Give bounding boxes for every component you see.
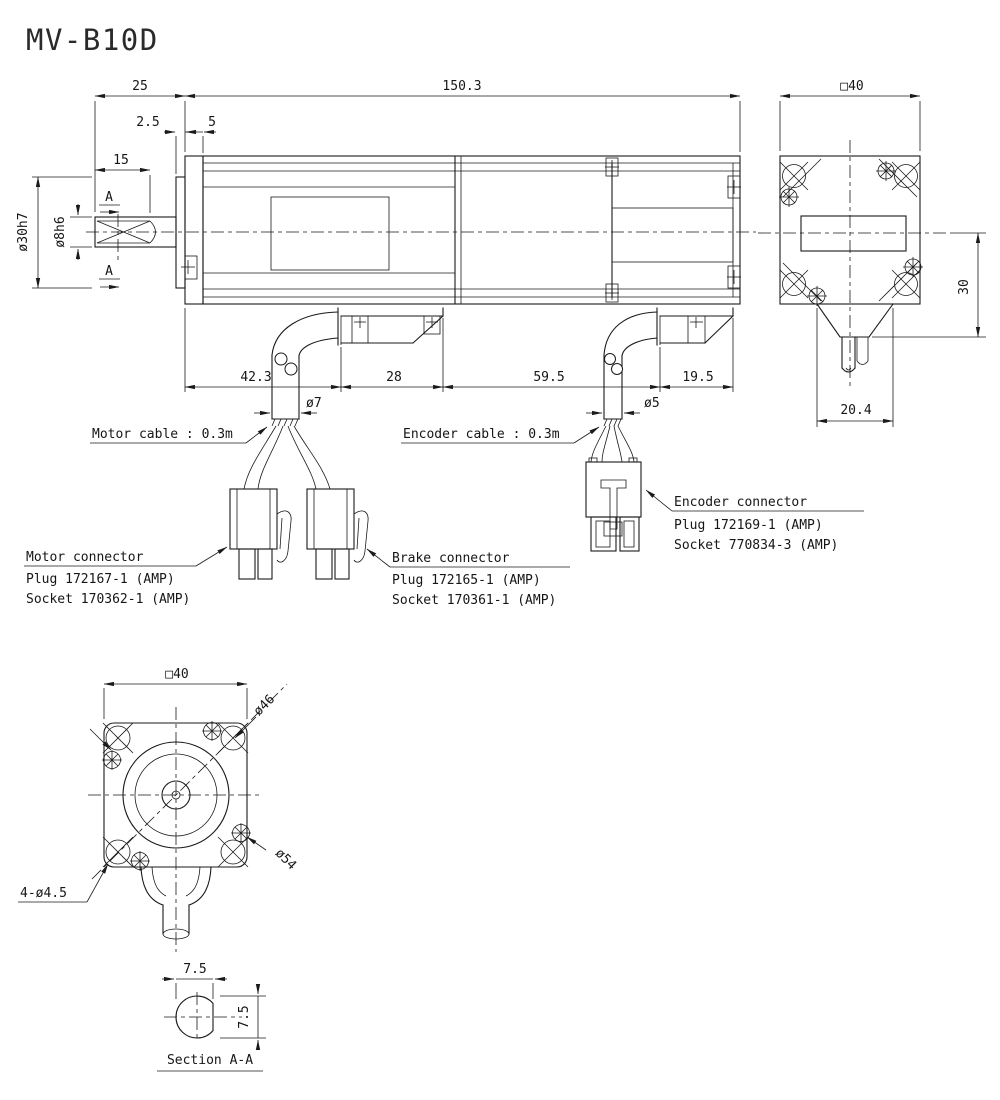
dim-front-frame-size: □40 bbox=[165, 667, 188, 682]
encoder-connector-title: Encoder connector bbox=[674, 495, 807, 510]
front-diagonal-centerline bbox=[91, 683, 288, 880]
dim-pilot-dia: ø30h7 bbox=[16, 212, 31, 251]
svg-text:A: A bbox=[105, 264, 113, 279]
rear-corner-holes bbox=[779, 161, 921, 299]
dim-corner-circle: ø54 bbox=[272, 846, 299, 873]
dim-spigot-depth: 2.5 bbox=[136, 115, 159, 130]
motor-connector-socket: Socket 170362-1 (AMP) bbox=[26, 592, 190, 607]
output-shaft bbox=[94, 176, 186, 289]
motor-cable-gland bbox=[243, 307, 444, 490]
brake-connector-plug: Plug 172165-1 (AMP) bbox=[392, 573, 541, 588]
encoder-housing bbox=[611, 207, 734, 263]
side-view-dimensions: 25 150.3 2.5 5 15 ø30h7 ø8h6 bbox=[16, 79, 741, 416]
dim-motor-cable-dia: ø7 bbox=[306, 396, 322, 411]
section-marker-bottom: A bbox=[99, 264, 120, 290]
housing-screws bbox=[181, 157, 741, 303]
svg-text:A: A bbox=[105, 190, 113, 205]
rear-cable-cover bbox=[816, 303, 894, 373]
motor-connector-note: Motor connector Plug 172167-1 (AMP) Sock… bbox=[24, 546, 228, 607]
section-label: Section A-A bbox=[167, 1053, 253, 1068]
sheath-end-ticks bbox=[603, 418, 622, 427]
motor-housing bbox=[181, 155, 741, 305]
brake-connector bbox=[306, 488, 369, 580]
dim-section-height: 7.5 bbox=[237, 1005, 252, 1028]
dim-pilot-circle: ø46 bbox=[251, 692, 278, 719]
dim-rear-frame-size: □40 bbox=[840, 79, 863, 94]
dim-cable-cover-height: 30 bbox=[957, 279, 972, 295]
brake-connector-title: Brake connector bbox=[392, 551, 510, 566]
encoder-cable-label: Encoder cable : 0.3m bbox=[403, 427, 560, 442]
side-view: 25 150.3 2.5 5 15 ø30h7 ø8h6 bbox=[16, 79, 864, 608]
drawing-title: MV-B10D bbox=[26, 23, 159, 57]
section-marker-top: A bbox=[99, 190, 120, 215]
front-cable-exit bbox=[140, 866, 212, 940]
dim-cable-cover-width: 20.4 bbox=[840, 403, 871, 418]
front-corner-holes bbox=[102, 722, 249, 868]
dim-section-width: 7.5 bbox=[183, 962, 206, 977]
side-view-labels: Motor cable : 0.3m Encoder cable : 0.3m … bbox=[24, 426, 864, 608]
front-assembly-screws bbox=[102, 721, 251, 871]
encoder-connector-note: Encoder connector Plug 172169-1 (AMP) So… bbox=[645, 489, 864, 553]
section-dimensions: 7.5 7.5 bbox=[162, 962, 266, 1050]
motor-connector bbox=[229, 488, 292, 580]
encoder-connector-plug: Plug 172169-1 (AMP) bbox=[674, 518, 823, 533]
front-view: □40 ø46 ø54 4-ø4.5 bbox=[18, 667, 299, 952]
brake-connector-socket: Socket 170361-1 (AMP) bbox=[392, 593, 556, 608]
dim-shaft-length: 25 bbox=[132, 79, 148, 94]
dim-gland-spacing: 28 bbox=[386, 370, 402, 385]
encoder-cable-gland bbox=[590, 307, 734, 463]
rear-view-dimensions: □40 30 20.4 bbox=[779, 79, 986, 427]
dim-body-length: 150.3 bbox=[442, 79, 481, 94]
encoder-connector-socket: Socket 770834-3 (AMP) bbox=[674, 538, 838, 553]
dim-motor-gland-offset: 42.3 bbox=[240, 370, 271, 385]
section-view: 7.5 7.5 Section A-A bbox=[157, 962, 266, 1072]
rear-connector-window bbox=[800, 215, 907, 252]
dim-shaft-dia: ø8h6 bbox=[53, 216, 68, 247]
motor-connector-title: Motor connector bbox=[26, 550, 144, 565]
dim-flat-length: 15 bbox=[113, 153, 129, 168]
rear-view: □40 30 20.4 bbox=[758, 79, 986, 427]
dim-encoder-gland-offset: 59.5 bbox=[533, 370, 564, 385]
rear-assembly-screws bbox=[779, 161, 923, 306]
sheath-end-ticks bbox=[271, 418, 299, 427]
dim-rear-offset: 19.5 bbox=[682, 370, 713, 385]
shaft-section-profile bbox=[175, 995, 214, 1039]
rear-frame bbox=[779, 155, 921, 305]
encoder-connector bbox=[585, 457, 642, 552]
brake-connector-note: Brake connector Plug 172165-1 (AMP) Sock… bbox=[366, 548, 570, 608]
nameplate bbox=[270, 196, 390, 271]
dim-mounting-holes: 4-ø4.5 bbox=[20, 886, 67, 901]
motor-cable-label: Motor cable : 0.3m bbox=[92, 427, 233, 442]
motor-connector-plug: Plug 172167-1 (AMP) bbox=[26, 572, 175, 587]
dim-encoder-cable-dia: ø5 bbox=[644, 396, 660, 411]
dim-flange-thickness: 5 bbox=[208, 115, 216, 130]
